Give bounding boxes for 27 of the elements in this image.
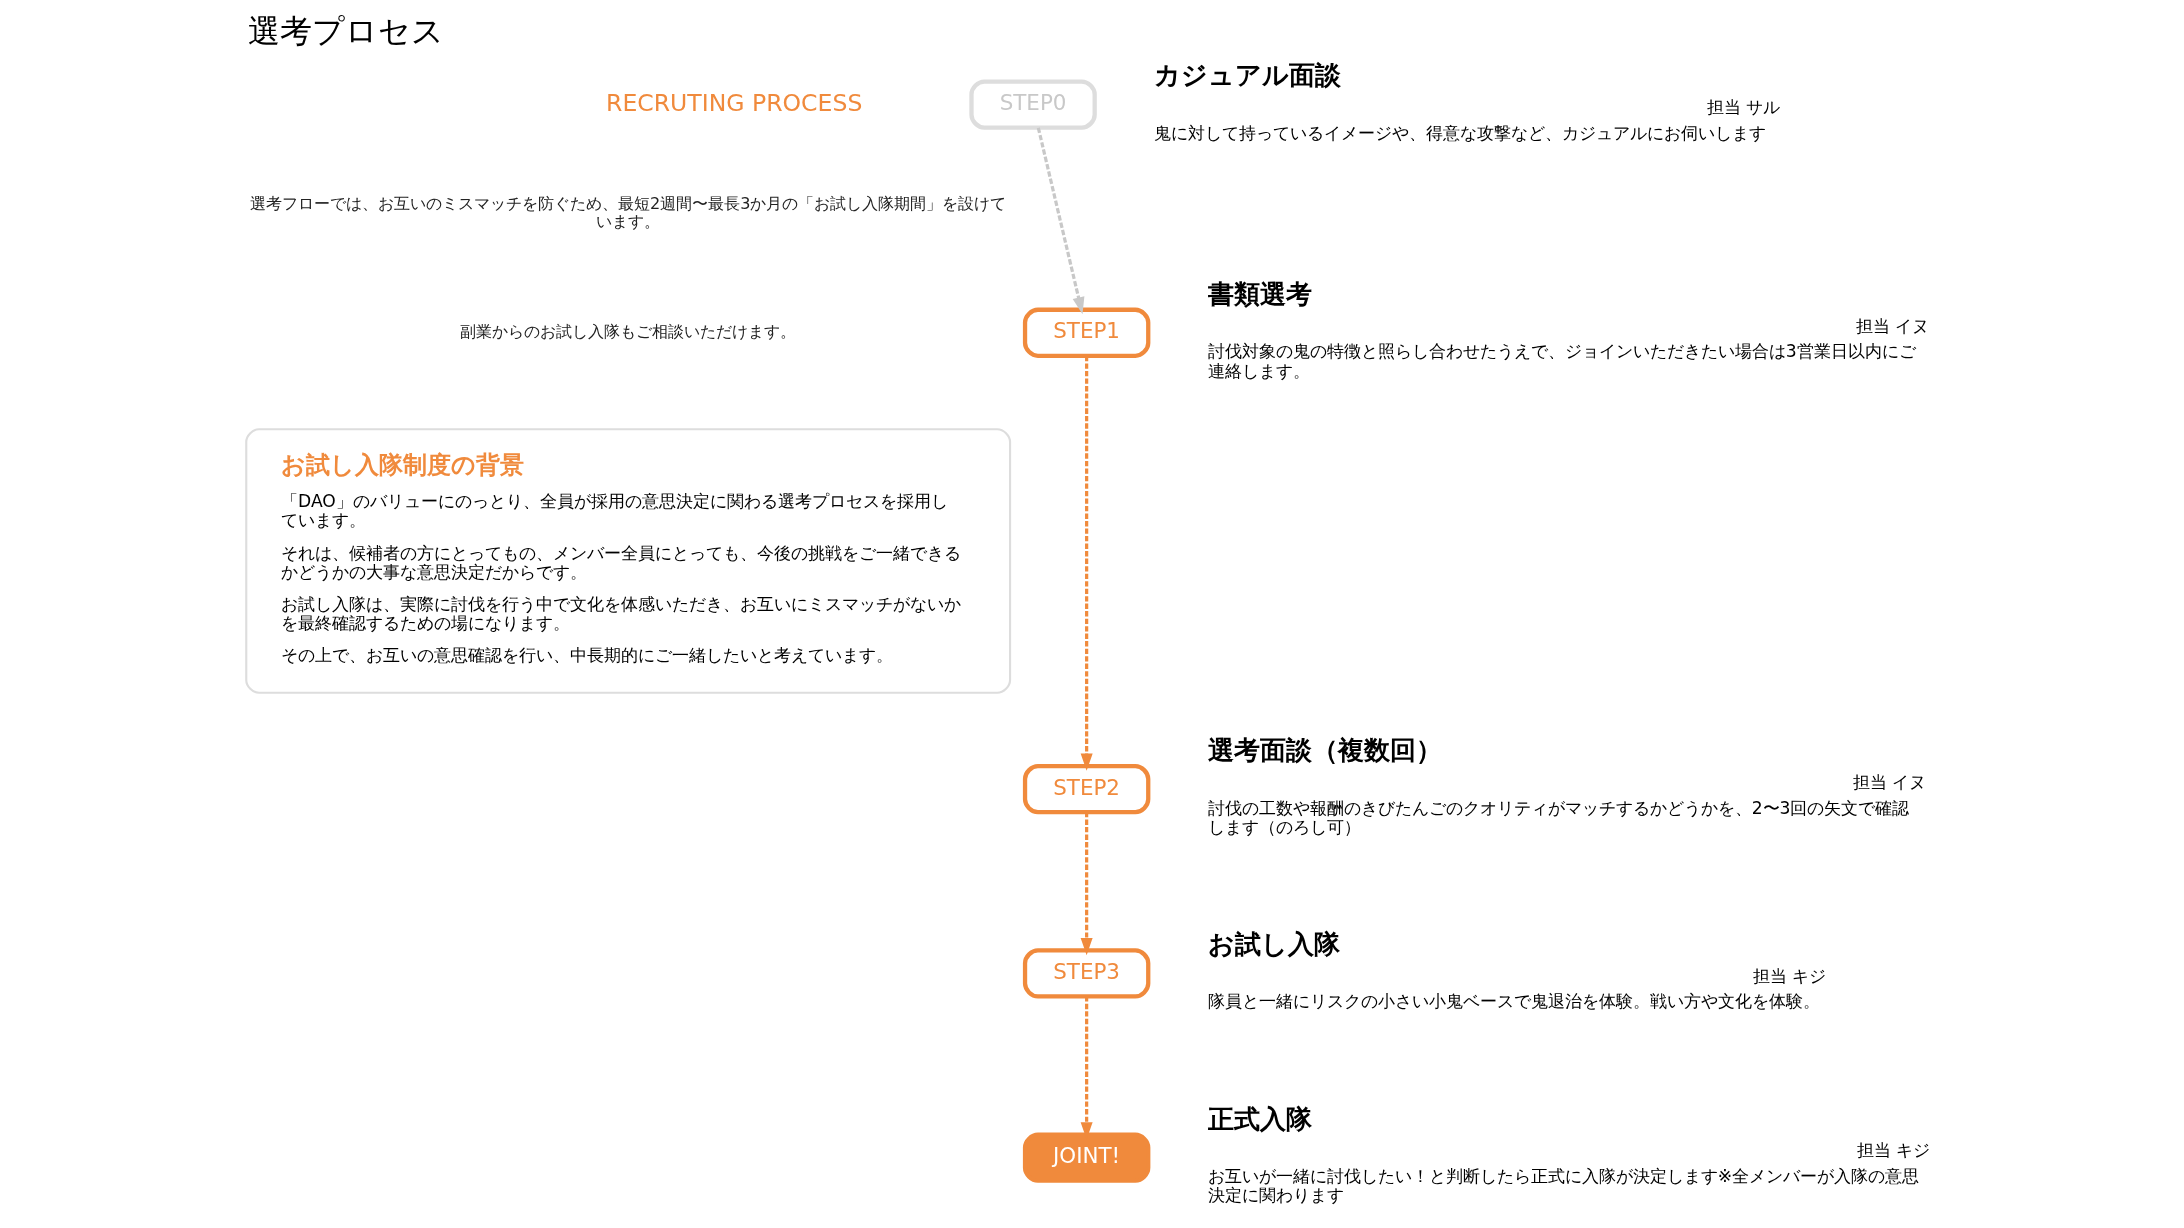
node-box: お試し入隊制度の背景 「DAO」のバリューにのっとり、全員が採用の意思決定に関わる選考プロセスを採用しています。 それは、候補者の方にとってもの、メンバー全員にとっても、今後の挑戦をご一緒できるかどうかの大事な意思決定だからです。 お試し入隊は、実際に討伐を行う中で文化を体感いただき、お互いにミスマッチがないかを最終確認するための場になります。 その上で、お互いの意思確認を行い、中長期的にご一緒したいと考えています。 <box>245 428 1012 694</box>
node-label: 担当 サル <box>1706 96 1781 117</box>
node-box: STEP2 <box>1022 763 1151 815</box>
node-label: カジュアル面談 <box>1154 60 1342 91</box>
label: 選考フローでは、お互いのミスマッチを防ぐため、最短2週間〜最長3か月の「お試し入隊期間」を設けています。 <box>249 193 1007 231</box>
node-label: 隊員と一緒にリスクの小さい小鬼ベースで鬼退治を体験。戦い方や文化を体験。 <box>1207 991 1820 1012</box>
diagram-title: 選考プロセス <box>248 12 445 51</box>
node-label: お試し入隊 <box>1207 929 1340 960</box>
node-label: 鬼に対して持っているイメージや、得意な攻撃など、カジュアルにお伺いします <box>1154 122 1767 143</box>
node-box: STEP1 <box>1022 307 1151 358</box>
node-label: 担当 キジ <box>1856 1140 1931 1161</box>
label: RECRUTING PROCESS <box>606 88 863 117</box>
node-label: 正式入隊 <box>1207 1103 1312 1134</box>
node-label: 討伐の工数や報酬のきびたんごのクオリティがマッチするかどうかを、2〜3回の矢文で確認します（のろし可） <box>1207 797 1910 837</box>
node-label: 担当 イヌ <box>1855 315 1930 336</box>
arrow <box>1080 356 1093 771</box>
node-label: 担当 キジ <box>1752 965 1827 986</box>
node-label: 書類選考 <box>1207 279 1312 310</box>
node-label: 選考面談（複数回） <box>1207 735 1442 766</box>
node-label: お互いが一緒に討伐したい！と判断したら正式に入隊が決定します※全メンバーが入隊の意思決定に関わります <box>1207 1166 1920 1206</box>
node-label: 担当 イヌ <box>1852 771 1927 792</box>
arrow <box>1080 812 1093 956</box>
label: 副業からのお試し入隊もご相談いただけます。 <box>460 321 797 341</box>
arrow <box>1036 127 1085 315</box>
node-label: 討伐対象の鬼の特徴と照らし合わせたうえで、ジョインいただきたい場合は3営業日以内にご連絡します。 <box>1207 341 1916 381</box>
node-box: STEP3 <box>1022 948 1151 999</box>
node-box: JOINT! <box>1022 1132 1151 1183</box>
